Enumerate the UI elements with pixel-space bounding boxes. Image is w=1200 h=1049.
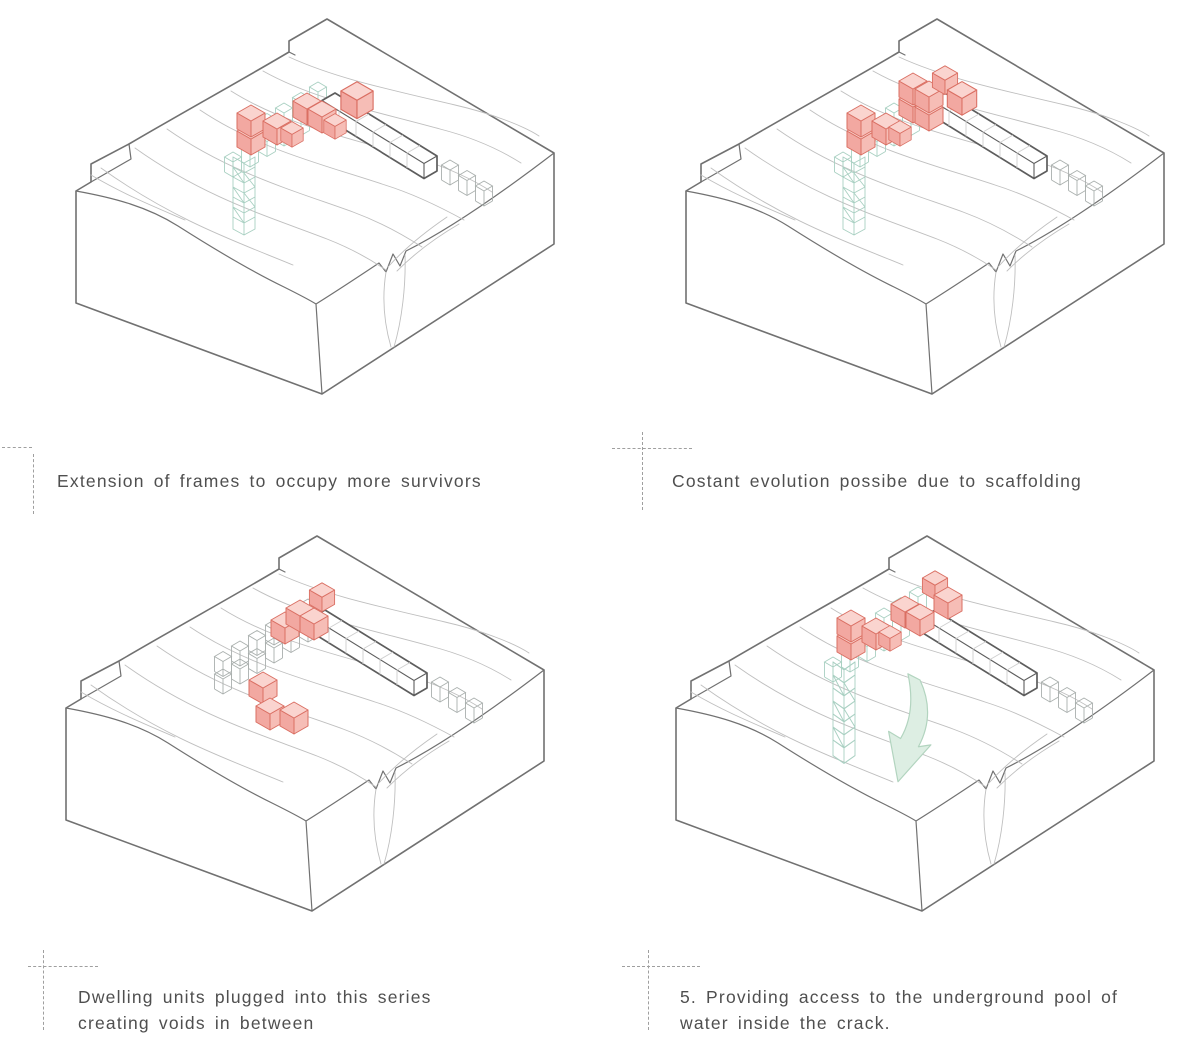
caption-text-4: 5. Providing access to the underground p…: [680, 987, 1119, 1034]
dashed-marker-v: [642, 432, 643, 510]
caption-4: 5. Providing access to the underground p…: [622, 942, 1200, 1047]
dashed-marker-v: [648, 950, 649, 1030]
caption-text-3: Dwelling units plugged into this series …: [78, 987, 432, 1034]
dashed-marker-h: [28, 966, 98, 967]
dashed-marker-h: [2, 447, 32, 448]
diagram-panel-3: [25, 522, 565, 922]
diagram-panel-4: [635, 522, 1175, 922]
caption-text-2: Costant evolution possibe due to scaffol…: [672, 471, 1082, 491]
diagram-panel-2: [645, 5, 1185, 405]
terrain-block: [685, 18, 1165, 395]
caption-1: Extension of frames to occupy more survi…: [0, 440, 580, 530]
terrain-block: [75, 18, 555, 395]
dashed-marker-h: [612, 448, 692, 449]
dashed-marker-v: [43, 950, 44, 1030]
dashed-marker-h: [622, 966, 700, 967]
caption-text-1: Extension of frames to occupy more survi…: [57, 471, 482, 491]
dashed-marker-v: [33, 454, 34, 514]
caption-3: Dwelling units plugged into this series …: [28, 942, 608, 1047]
diagram-panel-1: [35, 5, 575, 405]
caption-2: Costant evolution possibe due to scaffol…: [612, 432, 1192, 522]
